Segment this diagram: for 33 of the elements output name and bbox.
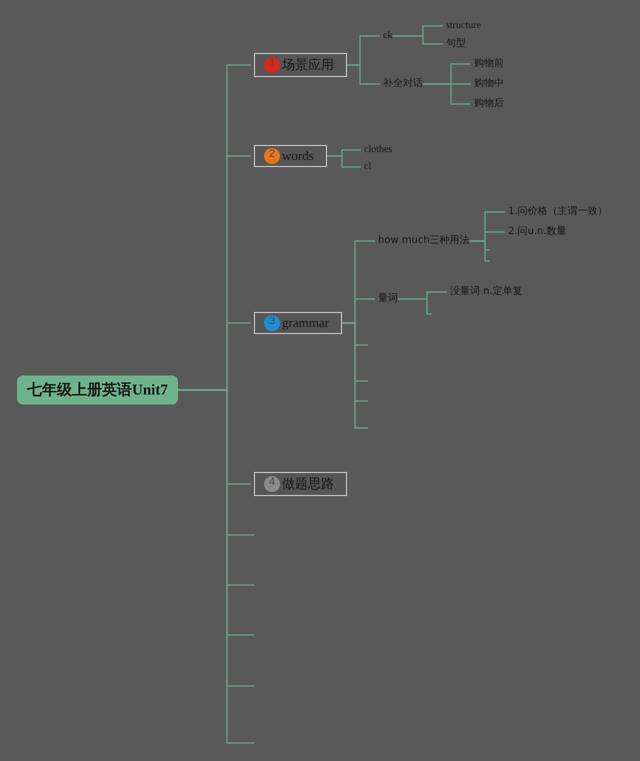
topic-label: grammar [282, 315, 329, 331]
branch-label: 量词 [378, 294, 398, 304]
topic-label: 做题思路 [282, 476, 334, 493]
branch-line [398, 298, 432, 315]
topic-box [254, 145, 327, 167]
topic-box [254, 472, 347, 496]
number-badge: 1 [264, 57, 280, 73]
branch-line [347, 64, 380, 85]
branch-label: 补全对话 [383, 79, 423, 89]
branch-label: 句型 [446, 39, 466, 49]
branch-label: ck [383, 31, 392, 41]
branch-label: cl [364, 162, 372, 172]
branch-label: structure [446, 21, 481, 31]
branch-label: clothes [364, 145, 392, 155]
topic-box [254, 53, 347, 77]
branch-label: how much三种用法 [378, 236, 470, 246]
branch-line [326, 155, 361, 168]
branch-line [392, 35, 443, 45]
number-badge: 2 [264, 148, 280, 164]
branch-label: 购物中 [474, 79, 504, 89]
number-badge: 4 [264, 476, 280, 492]
topic-box [254, 312, 342, 334]
topic-label: words [282, 148, 314, 164]
branch-line [423, 83, 471, 105]
branch-line [470, 240, 490, 262]
branch-label: 没量词 n.定单复 [450, 287, 523, 297]
number-badge: 3 [264, 315, 280, 331]
branch-label: 2.问u.n.数量 [508, 227, 567, 237]
branch-label: 1.问价格（主谓一致） [508, 207, 608, 217]
topic-label: 场景应用 [282, 57, 334, 74]
branch-label: 购物后 [474, 99, 504, 109]
central-topic: 七年级上册英语Unit7 [17, 376, 178, 404]
branch-label: 购物前 [474, 59, 504, 69]
